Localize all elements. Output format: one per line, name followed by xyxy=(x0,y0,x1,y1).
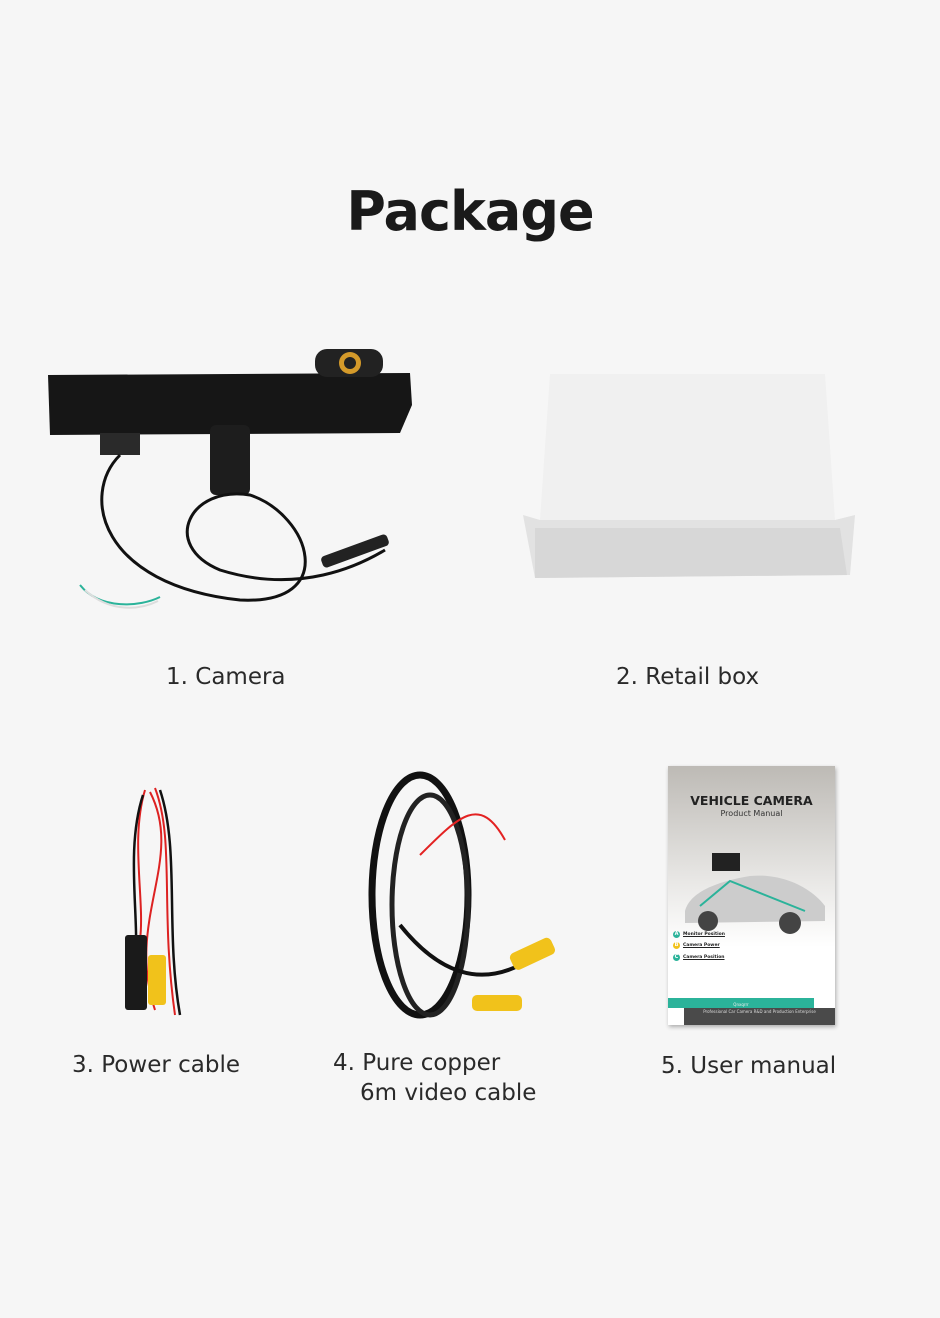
car-illustration xyxy=(685,853,825,934)
retail-box-image xyxy=(523,374,855,578)
legend-c: Camera Position xyxy=(683,955,725,960)
item-label-user-manual: 5. User manual xyxy=(661,1053,837,1079)
manual-title: VEHICLE CAMERA xyxy=(690,793,813,808)
camera-image xyxy=(48,349,412,609)
manual-subtitle: Product Manual xyxy=(720,809,783,818)
item-label-power-cable: 3. Power cable xyxy=(72,1052,240,1078)
legend-b: Camera Power xyxy=(683,943,720,948)
item-label-retail-box: 2. Retail box xyxy=(616,664,760,690)
power-cable-image xyxy=(125,787,182,1016)
item-label-video-cable-line2: 6m video cable xyxy=(360,1080,537,1106)
manual-brand: Qnxqrrr xyxy=(733,1002,749,1007)
video-cable-image xyxy=(368,771,556,1019)
manual-footer: Professional Car Camera R&D and Producti… xyxy=(684,1008,835,1025)
legend-a: Monitor Position xyxy=(683,932,725,937)
page-title: Package xyxy=(346,180,594,243)
item-label-camera: 1. Camera xyxy=(166,664,286,690)
item-label-video-cable-line1: 4. Pure copper xyxy=(333,1050,501,1076)
